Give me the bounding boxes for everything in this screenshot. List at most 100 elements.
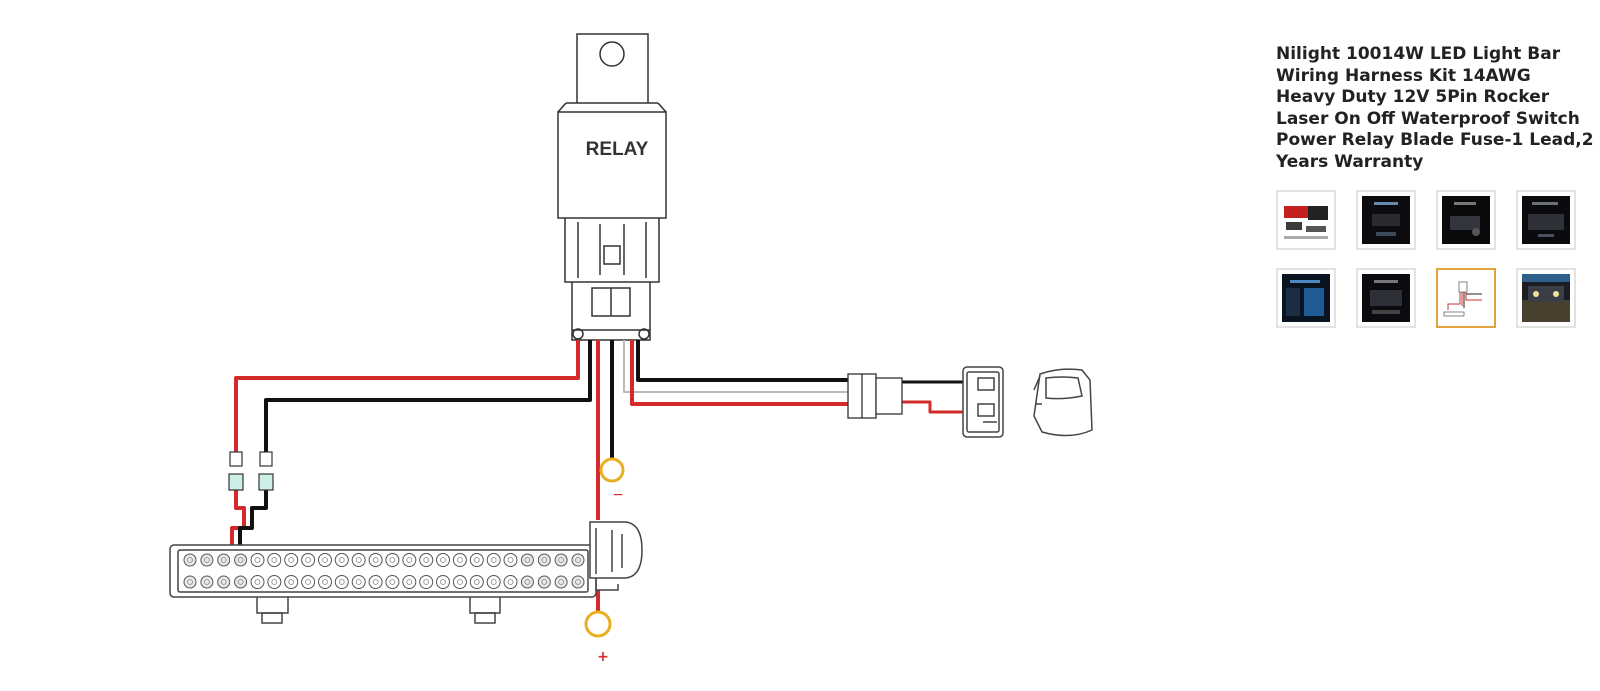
led-lens	[541, 579, 548, 585]
wires	[230, 340, 986, 612]
thumbnail-spec-chart[interactable]	[1276, 268, 1336, 328]
led-lens	[423, 557, 430, 563]
thumbnail-dark-promo-3[interactable]	[1516, 190, 1576, 250]
led-lens	[389, 557, 396, 563]
relay-label: RELAY	[586, 139, 649, 160]
led-dot	[368, 575, 383, 589]
led-dot	[554, 575, 568, 589]
led-lens	[187, 579, 193, 585]
led-lens	[389, 579, 396, 585]
led-dot	[284, 575, 299, 589]
thumbnail-dark-promo-2[interactable]	[1436, 190, 1496, 250]
led-dot	[385, 553, 400, 567]
led-dot	[334, 575, 349, 589]
led-dot	[318, 575, 332, 589]
led-lens	[456, 579, 463, 585]
led-lens	[473, 557, 480, 563]
led-lens	[220, 557, 227, 563]
led-lens	[305, 579, 312, 585]
led-lens	[271, 579, 278, 585]
fuse-holder	[589, 521, 643, 591]
led-dot	[520, 553, 534, 567]
led-dot	[351, 553, 366, 567]
switch-connector	[847, 373, 903, 419]
positive-terminal	[584, 610, 612, 638]
led-dot	[402, 575, 417, 589]
led-lens	[254, 579, 261, 585]
led-dot	[183, 553, 197, 567]
thumbnail-gallery	[1276, 190, 1596, 338]
led-lens	[490, 557, 497, 563]
led-lens	[288, 557, 295, 563]
led-dot	[571, 575, 585, 589]
led-dot	[368, 553, 383, 567]
led-dot	[301, 575, 316, 589]
rocker-switch	[1033, 368, 1093, 437]
led-lens	[338, 557, 345, 563]
wire-red-switch	[630, 340, 848, 406]
thumbnail-vehicle-photo[interactable]	[1516, 268, 1576, 328]
led-dot	[419, 553, 434, 567]
led-lens	[575, 557, 581, 563]
thumbnail-image	[1438, 192, 1494, 248]
thumbnail-image	[1518, 270, 1574, 326]
lightbar-connectors	[228, 451, 274, 491]
led-lens	[338, 579, 345, 585]
led-dot	[436, 553, 450, 567]
led-lens	[220, 579, 227, 585]
led-dot	[250, 553, 265, 567]
led-lens	[203, 557, 210, 563]
led-lens	[355, 557, 362, 563]
led-lens	[305, 557, 312, 563]
led-dot	[351, 575, 366, 589]
led-lens	[406, 557, 413, 563]
led-dot	[554, 553, 568, 567]
led-dot	[334, 553, 349, 567]
thumbnail-wiring-diagram[interactable]	[1436, 268, 1496, 328]
led-dot	[486, 575, 501, 589]
led-dot	[234, 575, 248, 589]
led-lens	[507, 579, 514, 585]
led-dots	[183, 553, 585, 589]
ground-terminal	[599, 457, 625, 483]
led-dot	[469, 575, 484, 589]
led-dot	[452, 575, 467, 589]
led-lens	[558, 557, 564, 563]
led-lens	[541, 557, 548, 563]
thumbnail-image	[1518, 192, 1574, 248]
led-dot	[301, 553, 316, 567]
thumbnail-image	[1358, 192, 1414, 248]
led-lens	[237, 579, 244, 585]
wire-black-lightbar	[264, 340, 592, 452]
relay	[557, 33, 667, 341]
led-lens	[372, 557, 379, 563]
led-lens	[237, 557, 244, 563]
thumbnail-dark-promo-4[interactable]	[1356, 268, 1416, 328]
product-title: Nilight 10014W LED Light Bar Wiring Harn…	[1276, 44, 1594, 172]
led-dot	[436, 575, 450, 589]
led-lens	[473, 579, 480, 585]
led-dot	[520, 575, 534, 589]
led-lens	[507, 557, 514, 563]
led-lens	[423, 579, 430, 585]
led-dot	[267, 575, 282, 589]
thumbnail-image	[1278, 270, 1334, 326]
led-dot	[234, 553, 248, 567]
led-lens	[271, 557, 278, 563]
led-dot	[486, 553, 501, 567]
led-lens	[355, 579, 362, 585]
led-dot	[284, 553, 299, 567]
led-dot	[503, 553, 518, 567]
thumbnail-dark-promo-1[interactable]	[1356, 190, 1416, 250]
positive-label: +	[597, 649, 609, 665]
thumbnail-kit-product-photo[interactable]	[1276, 190, 1336, 250]
led-lens	[558, 579, 564, 585]
led-dot	[537, 575, 551, 589]
led-lens	[490, 579, 497, 585]
wire-grey-switch	[623, 340, 848, 393]
led-lens	[322, 557, 328, 563]
led-lens	[322, 579, 328, 585]
led-lens	[440, 557, 446, 563]
wire-red-lightbar	[234, 340, 580, 452]
led-lens	[203, 579, 210, 585]
